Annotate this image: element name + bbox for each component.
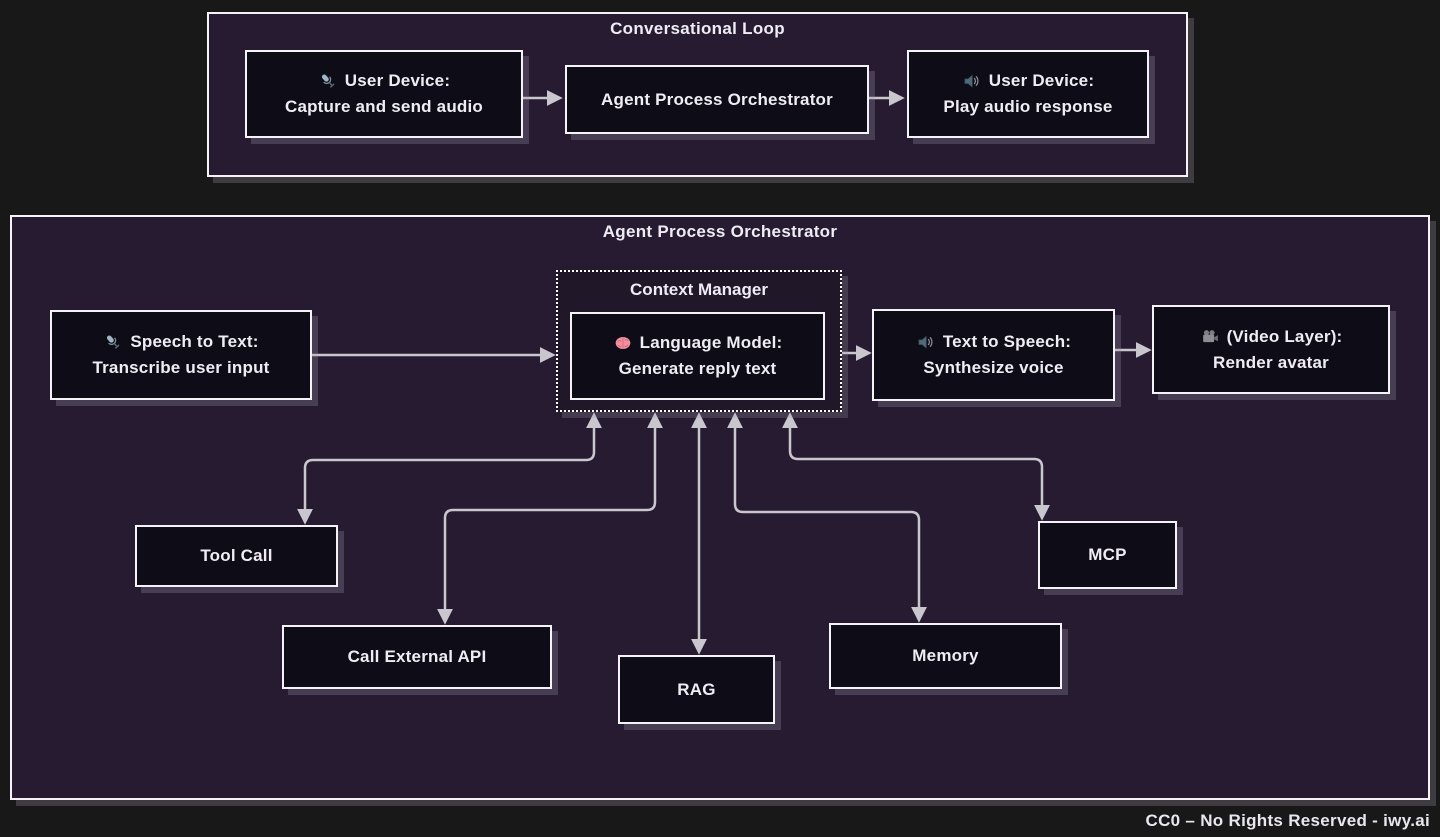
node-label: Transcribe user input <box>92 358 270 377</box>
footer-bar: CC0 – No Rights Reserved - iwy.ai <box>0 804 1440 837</box>
attribution-text: CC0 – No Rights Reserved - iwy.ai <box>1145 810 1430 830</box>
node-user-device-play: User Device: Play audio response <box>907 50 1149 138</box>
node-label: Render avatar <box>1213 352 1329 372</box>
node-label: User Device: <box>344 71 451 90</box>
speaker-icon <box>918 335 933 349</box>
node-label: Tool Call <box>200 546 273 565</box>
edge-lm-toolcall <box>297 412 602 525</box>
node-user-device-capture: User Device: Capture and send audio <box>245 50 523 138</box>
agent-process-orchestrator-title: Agent Process Orchestrator <box>602 222 838 241</box>
node-line: User Device: <box>318 68 450 94</box>
node-label: Generate reply text <box>618 359 777 378</box>
node-rag: RAG <box>618 655 775 724</box>
node-label: Play audio response <box>943 97 1113 116</box>
node-label: User Device: <box>988 71 1095 90</box>
node-label: Speech to Text: <box>130 332 259 351</box>
node-label: Memory <box>912 646 979 665</box>
microphone-icon <box>107 335 120 349</box>
conversational-loop-title: Conversational Loop <box>610 19 785 38</box>
node-line: Text to Speech: <box>916 329 1071 355</box>
agent-process-orchestrator-container: Agent Process Orchestrator Speech to Tex… <box>10 215 1430 800</box>
node-line: Speech to Text: <box>103 329 258 355</box>
edge-lm-externalapi <box>437 412 663 625</box>
node-label: MCP <box>1088 545 1127 564</box>
node-label: Language Model: <box>639 333 783 352</box>
edge-lm-memory <box>727 412 927 623</box>
node-speech-to-text: Speech to Text: Transcribe user input <box>50 310 312 400</box>
edge-lm-mcp <box>782 412 1050 521</box>
context-manager-title: Context Manager <box>630 280 768 299</box>
brain-icon <box>615 337 630 349</box>
conversational-loop-container: Conversational Loop User Device: Capture… <box>207 12 1188 177</box>
node-line: User Device: <box>962 68 1094 94</box>
node-label: Synthesize voice <box>923 358 1064 377</box>
node-line: Language Model: <box>613 330 783 356</box>
node-call-external-api: Call External API <box>282 625 552 689</box>
speaker-icon <box>964 74 979 88</box>
node-label: RAG <box>677 679 716 699</box>
node-text-to-speech: Text to Speech: Synthesize voice <box>872 309 1115 401</box>
node-language-model: Language Model: Generate reply text <box>570 312 825 400</box>
microphone-icon <box>321 74 335 88</box>
node-label: Text to Speech: <box>942 332 1072 351</box>
node-mcp: MCP <box>1038 521 1177 589</box>
node-memory: Memory <box>829 623 1062 689</box>
node-label: Capture and send audio <box>284 97 484 116</box>
node-label: Agent Process Orchestrator <box>601 89 833 109</box>
node-label: (Video Layer): <box>1226 326 1343 346</box>
node-label: Call External API <box>347 647 487 666</box>
camera-icon <box>1202 329 1218 342</box>
node-tool-call: Tool Call <box>135 525 338 587</box>
node-agent-process-orchestrator: Agent Process Orchestrator <box>565 65 869 134</box>
node-video-layer: (Video Layer): Render avatar <box>1152 305 1390 394</box>
node-line: (Video Layer): <box>1200 324 1343 350</box>
